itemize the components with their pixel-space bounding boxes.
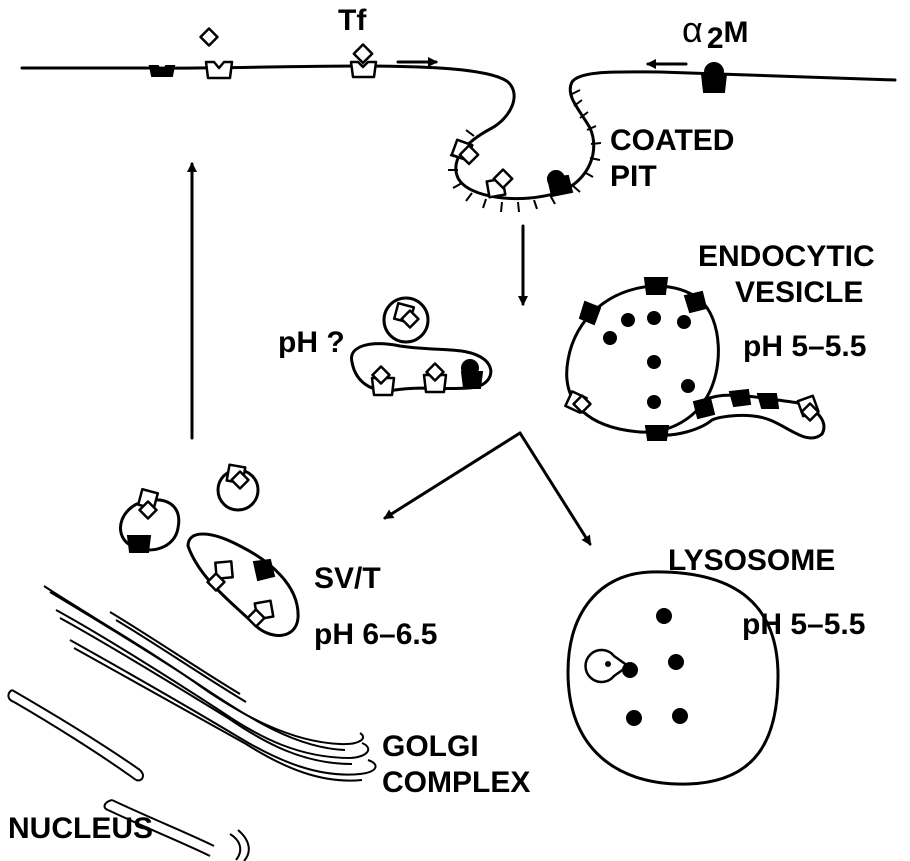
to-lysosome-arrow xyxy=(520,433,590,544)
endocytic-ph-label: pH 5–5.5 xyxy=(743,330,866,363)
alpha2m-cargo xyxy=(604,312,694,408)
transferrin-icon xyxy=(354,45,372,63)
lysosome-label: LYSOSOME xyxy=(668,544,835,577)
to-svt-arrow xyxy=(385,433,520,518)
lysosome-cargo xyxy=(623,609,687,725)
tf-receptor-icon xyxy=(206,62,232,78)
plasma-membrane xyxy=(22,66,895,199)
golgi-label: GOLGI xyxy=(382,730,479,763)
unknown-ph-label: pH ? xyxy=(278,326,345,359)
svt-tubule xyxy=(188,534,298,635)
svt-label: SV/T xyxy=(314,562,381,595)
tf-label: Tf xyxy=(338,4,367,37)
svt-ph-label: pH 6–6.5 xyxy=(314,618,437,651)
tf-receptor-icon xyxy=(351,62,376,77)
coated-pit-label: PIT xyxy=(610,160,657,193)
golgi-label: COMPLEX xyxy=(382,766,530,799)
lysosome-ph-label: pH 5–5.5 xyxy=(742,608,865,641)
transferrin-icon xyxy=(201,29,218,46)
nucleus-label: NUCLEUS xyxy=(8,812,153,845)
endocytic-vesicle-label: VESICLE xyxy=(735,276,863,309)
coated-pit-label: COATED xyxy=(610,124,734,157)
alpha2m-icon xyxy=(705,63,723,81)
endocytic-vesicle-label: ENDOCYTIC xyxy=(698,240,875,273)
